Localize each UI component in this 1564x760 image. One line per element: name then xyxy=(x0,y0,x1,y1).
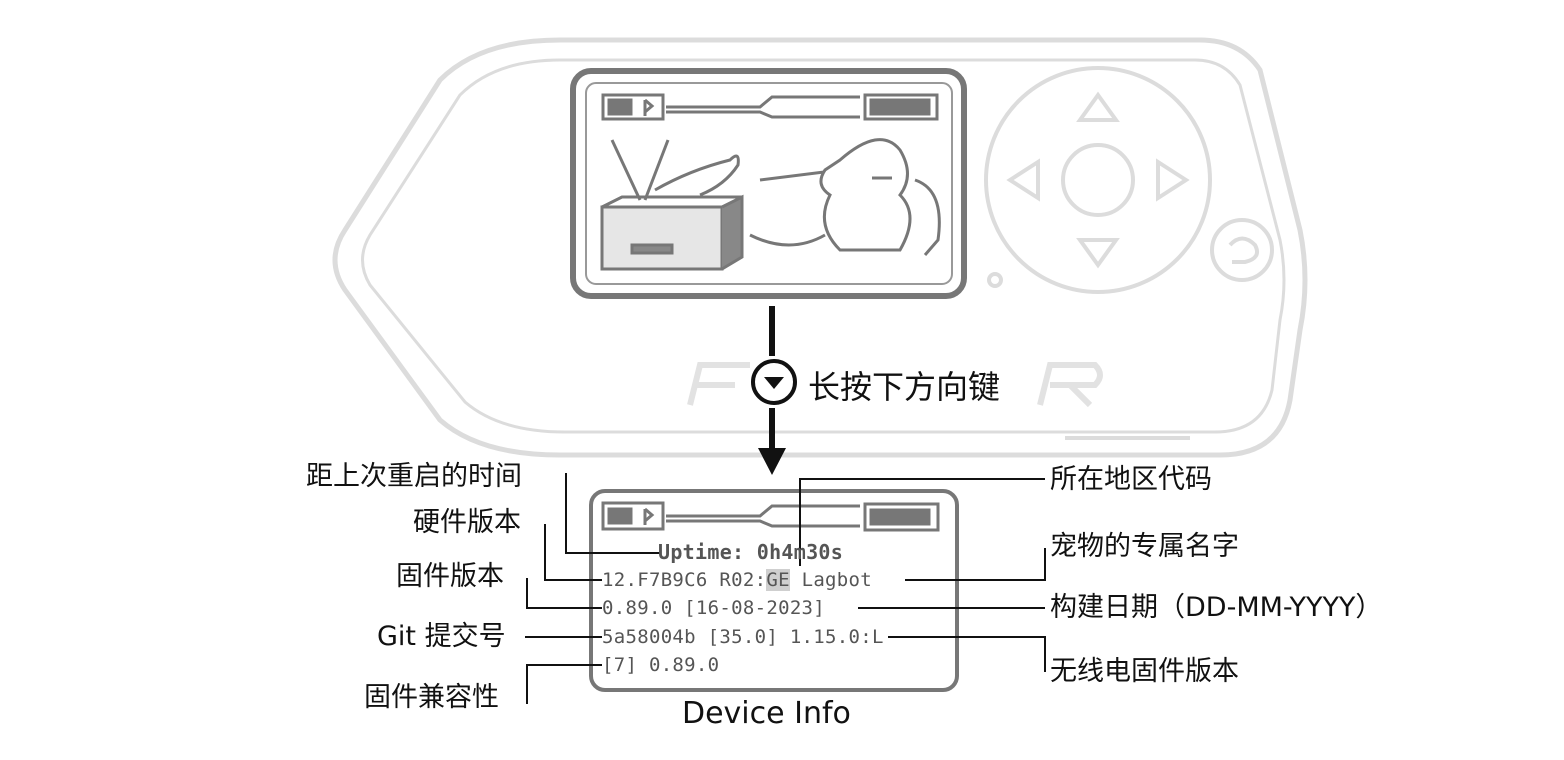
bluetooth-icon xyxy=(643,507,655,525)
status-bar xyxy=(601,93,939,121)
d-pad xyxy=(984,66,1274,294)
device-body xyxy=(332,37,1308,458)
compat-line: [7] 0.89.0 xyxy=(602,654,720,676)
label-uptime: 距上次重启的时间 xyxy=(306,461,522,492)
sd-card-icon xyxy=(607,507,633,525)
right-icon xyxy=(1156,158,1190,202)
annotation-lines xyxy=(525,473,1046,704)
hardware-info: 12.F7B9C6 R02: xyxy=(602,569,767,591)
action-instruction: 长按下方向键 xyxy=(808,368,1001,406)
uptime-text: Uptime: 0h4m30s xyxy=(658,540,844,564)
bluetooth-icon xyxy=(643,98,655,116)
pet-name-value: Lagbot xyxy=(789,569,873,591)
screen-caption: Device Info xyxy=(682,696,851,731)
brand-logo xyxy=(687,362,1103,408)
battery-icon xyxy=(869,98,931,116)
label-git-commit: Git 提交号 xyxy=(377,621,506,652)
region-code-value: GE xyxy=(766,569,790,591)
down-icon xyxy=(1076,238,1120,269)
label-pet-name: 宠物的专属名字 xyxy=(1050,531,1239,562)
sd-card-icon xyxy=(607,98,633,116)
left-icon xyxy=(1006,158,1040,202)
dolphin-illustration xyxy=(600,138,941,271)
battery-icon xyxy=(869,508,931,526)
flow-arrow xyxy=(751,306,797,475)
label-radio-firmware: 无线电固件版本 xyxy=(1050,656,1239,687)
label-build-date: 构建日期（DD-MM-YYYY） xyxy=(1050,592,1383,623)
firmware-line: 0.89.0 [16-08-2023] xyxy=(602,597,826,619)
label-firmware-version: 固件版本 xyxy=(396,561,504,592)
arrow-head xyxy=(758,448,786,475)
back-button-icon xyxy=(1210,218,1274,282)
label-region-code: 所在地区代码 xyxy=(1050,464,1212,495)
label-firmware-compat: 固件兼容性 xyxy=(364,682,499,713)
git-line: 5a58004b [35.0] 1.15.0:L xyxy=(602,626,884,648)
hardware-line: 12.F7B9C6 R02:GE Lagbot xyxy=(602,569,872,591)
label-hardware-version: 硬件版本 xyxy=(413,507,521,538)
main-screen xyxy=(570,68,967,299)
up-icon xyxy=(1076,91,1120,122)
